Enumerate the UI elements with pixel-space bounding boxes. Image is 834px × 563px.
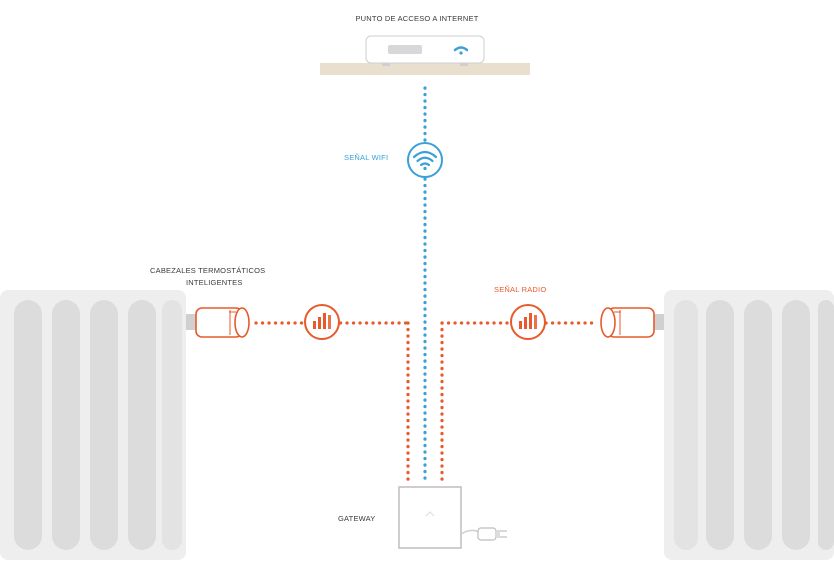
- radio-signal-lines: [254, 321, 600, 482]
- power-plug-icon: [460, 527, 507, 541]
- radio-signal-label: SEÑAL RADIO: [494, 285, 547, 294]
- wifi-signal-label: SEÑAL WIFI: [344, 153, 389, 162]
- wifi-icon: [407, 142, 443, 178]
- internet-access-point-label: PUNTO DE ACCESO A INTERNET: [355, 14, 479, 23]
- thermostatic-heads-label-line1: CABEZALES TERMOSTÁTICOS: [150, 266, 266, 275]
- radiator-right: [664, 290, 834, 560]
- thermostatic-heads-label-line2: INTELIGENTES: [186, 278, 243, 287]
- gateway-label: GATEWAY: [338, 514, 376, 523]
- thermostatic-valve-icon: [600, 307, 664, 338]
- radio-signal-icon: [304, 304, 340, 340]
- radio-signal-icon: [510, 304, 546, 340]
- gateway-icon: [398, 486, 462, 549]
- router-icon: [320, 35, 530, 75]
- thermostatic-valve-icon: [186, 307, 250, 338]
- radiator-left: [0, 290, 186, 560]
